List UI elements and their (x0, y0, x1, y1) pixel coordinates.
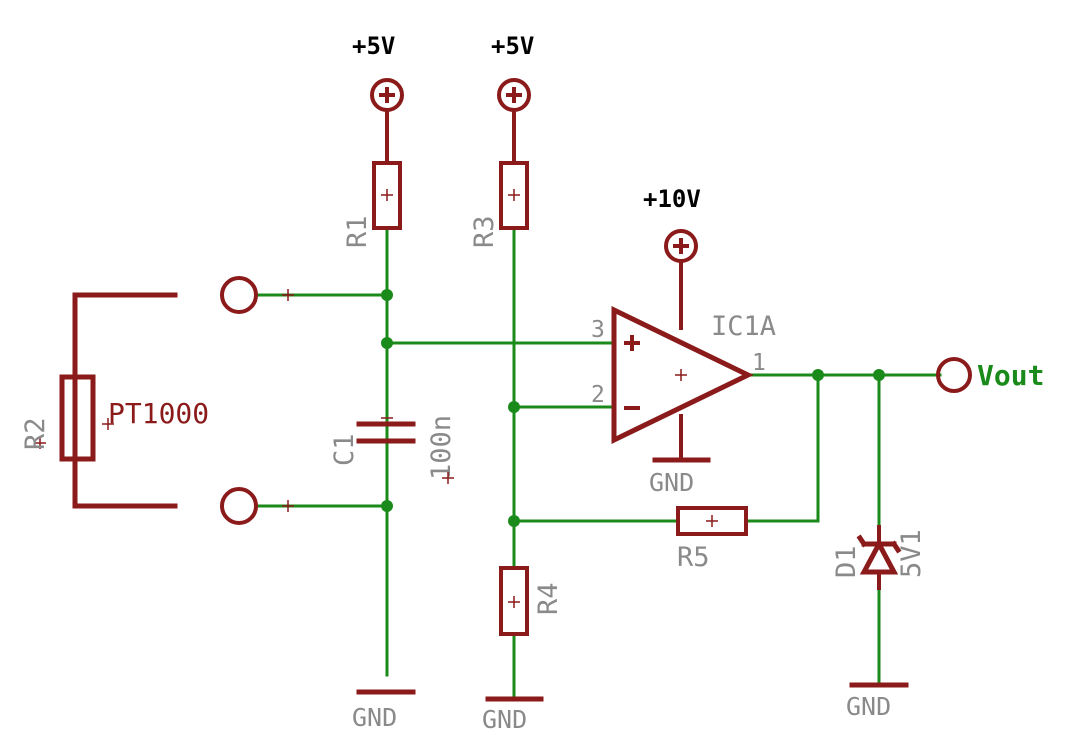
terminal-vout: Vout (936, 357, 1044, 393)
pin-1-label: 1 (752, 350, 766, 376)
wire-r5-feedback (746, 373, 820, 523)
origin-cross-icon (675, 369, 687, 381)
terminal-circle-icon (220, 276, 258, 314)
component-name: R5 (677, 542, 710, 573)
component-name: D1 (831, 545, 862, 578)
supply-5v-left: +5V (352, 32, 404, 112)
wires (255, 228, 942, 699)
supply-5v-right: +5V (491, 32, 534, 112)
gnd-label: GND (846, 692, 891, 721)
gnd-label: GND (649, 468, 694, 497)
terminal-top (220, 276, 294, 314)
terminal-circle-icon (936, 357, 972, 393)
junctions (381, 289, 885, 527)
plus-input-icon (624, 335, 640, 351)
value-origin-cross-icon (442, 472, 454, 484)
origin-cross-icon (282, 500, 294, 512)
origin-cross-icon (282, 289, 294, 301)
resistor-body (372, 161, 402, 230)
diode-triangle-icon (859, 538, 899, 575)
resistor-body (499, 161, 529, 230)
zener-d1: D1 5V1 (831, 525, 927, 590)
origin-cross-icon (381, 189, 393, 201)
resistor-r2: R2 PT1000 (20, 292, 209, 509)
terminal-bottom (220, 487, 294, 525)
origin-cross-icon (102, 418, 114, 430)
opamp-ic1a: IC1A 3 2 1 (591, 306, 776, 444)
resistor-body (499, 566, 529, 636)
junction-dot (381, 289, 393, 301)
junction-dot (812, 369, 824, 381)
supply-circle-icon (664, 229, 698, 263)
supply-circle-icon (497, 78, 531, 112)
resistor-r3: R3 (469, 161, 529, 248)
r2-leads (72, 292, 178, 509)
supply-circle-icon (370, 78, 404, 112)
junction-dot (508, 401, 520, 413)
junction-dot (381, 500, 393, 512)
supply-label: +5V (491, 32, 534, 60)
gnd-ic: GND (649, 457, 711, 497)
junction-dot (381, 337, 393, 349)
junction-dot (873, 369, 885, 381)
resistor-r1: R1 (342, 161, 402, 248)
supply-10v: +10V (643, 185, 701, 263)
gnd-c1: GND (352, 689, 416, 732)
junction-dot (508, 515, 520, 527)
capacitor-c1: C1 100n (329, 415, 457, 484)
plus-icon (673, 238, 689, 254)
component-value: 5V1 (896, 529, 927, 578)
supply-label: +10V (643, 185, 701, 213)
terminal-circle-icon (220, 487, 258, 525)
component-name: C1 (329, 433, 360, 466)
name-origin-cross-icon (34, 437, 46, 449)
gnd-d1: GND (846, 682, 909, 721)
component-name: R4 (533, 582, 564, 615)
supply-label: +5V (352, 32, 395, 60)
gnd-label: GND (352, 703, 397, 732)
component-value: PT1000 (108, 397, 209, 430)
resistor-body (676, 506, 748, 536)
opamp-triangle-icon (611, 306, 754, 444)
origin-cross-icon (508, 596, 520, 608)
component-name: R2 (20, 417, 51, 450)
origin-cross-icon (508, 189, 520, 201)
net-label-vout: Vout (977, 359, 1044, 392)
component-value: 100n (426, 415, 457, 480)
component-name: R1 (342, 215, 373, 248)
pin-3-label: 3 (591, 317, 605, 343)
plus-icon (506, 87, 522, 103)
gnd-label: GND (482, 705, 527, 734)
component-name: R3 (469, 215, 500, 248)
pin-2-label: 2 (591, 382, 605, 408)
origin-cross-icon (706, 515, 718, 527)
resistor-r5: R5 (676, 506, 748, 573)
component-name: IC1A (711, 311, 776, 342)
gnd-r4: GND (482, 696, 544, 734)
plus-icon (379, 87, 395, 103)
resistor-r4: R4 (499, 566, 564, 636)
resistor-body (59, 374, 96, 462)
capacitor-plates (356, 421, 416, 444)
supply-stubs (385, 110, 683, 460)
